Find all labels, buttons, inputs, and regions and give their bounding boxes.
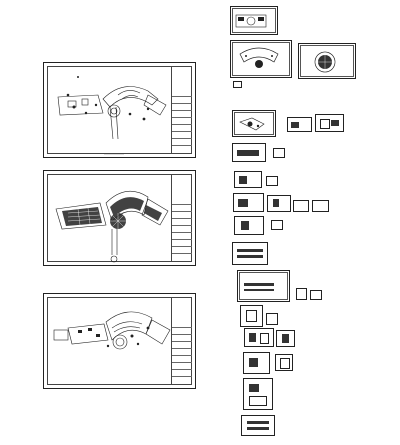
thumbnail-sheet[interactable] (240, 305, 263, 327)
thumbnail-drawing (235, 14, 267, 28)
thumbnail-sheet[interactable] (296, 288, 307, 300)
thumbnail-sheet[interactable] (276, 330, 295, 347)
title-block (171, 66, 192, 154)
thumbnail-sheet[interactable] (234, 216, 264, 235)
drawing-sheet-1[interactable] (43, 62, 196, 158)
thumbnail-sheet[interactable] (275, 354, 293, 371)
thumbnail-sheet[interactable] (271, 220, 283, 230)
floor-plan-drawing (55, 190, 169, 263)
title-block (171, 174, 192, 262)
thumbnail-sheet[interactable] (234, 171, 262, 188)
thumbnail-sheet[interactable] (315, 114, 344, 132)
thumbnail-drawing (239, 47, 279, 68)
thumbnail-sheet[interactable] (287, 117, 312, 132)
thumbnail-sheet[interactable] (237, 270, 290, 302)
thumbnail-sheet[interactable] (232, 242, 268, 265)
drawing-sheet-2[interactable] (43, 170, 196, 266)
thumbnail-sheet[interactable] (312, 200, 329, 212)
drawing-sheet-3[interactable] (43, 293, 196, 389)
thumbnail-sheet[interactable] (241, 415, 275, 436)
thumbnail-sheet[interactable] (244, 328, 274, 347)
thumbnail-sheet[interactable] (310, 290, 322, 300)
thumbnail-sheet[interactable] (233, 81, 242, 88)
thumbnail-drawing (314, 51, 336, 73)
thumbnail-sheet[interactable] (232, 110, 276, 137)
floor-plan-drawing (53, 311, 171, 350)
thumbnail-sheet[interactable] (243, 352, 270, 374)
thumbnail-sheet[interactable] (230, 6, 278, 35)
thumbnail-sheet[interactable] (293, 200, 309, 212)
floor-plan-drawing (57, 76, 167, 155)
thumbnail-sheet[interactable] (266, 313, 278, 325)
thumbnail-sheet[interactable] (298, 43, 356, 79)
thumbnail-sheet[interactable] (232, 143, 266, 162)
thumbnail-sheet[interactable] (266, 176, 278, 186)
thumbnail-sheet[interactable] (267, 195, 291, 212)
thumbnail-sheet[interactable] (233, 193, 264, 212)
title-block (171, 297, 192, 385)
thumbnail-drawing (239, 117, 265, 131)
thumbnail-sheet[interactable] (273, 148, 285, 158)
thumbnail-sheet[interactable] (243, 378, 273, 410)
thumbnail-sheet[interactable] (230, 40, 292, 78)
